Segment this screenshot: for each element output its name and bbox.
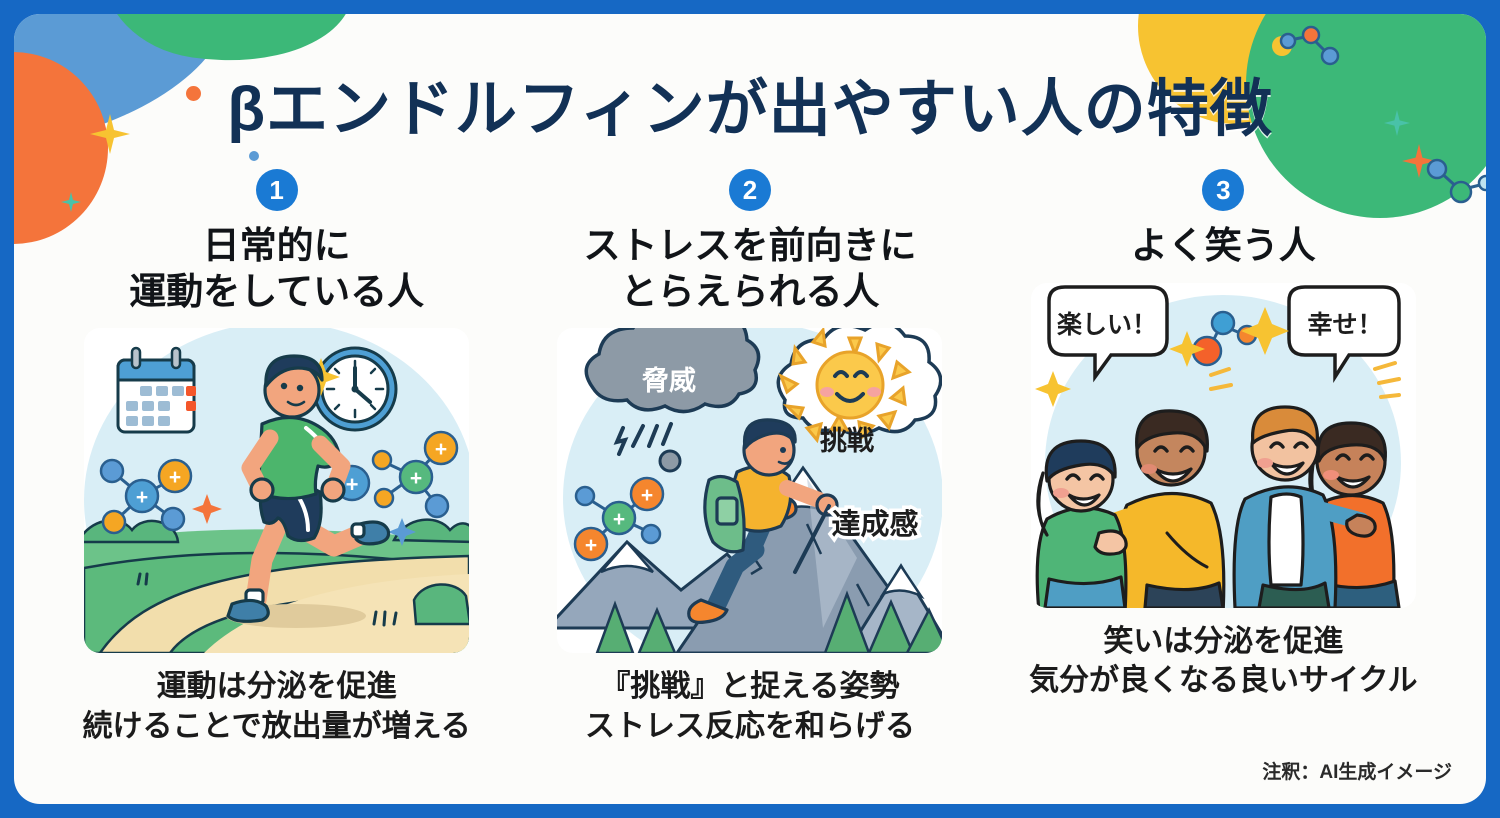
svg-text:+: + — [641, 484, 653, 507]
label-achievement: 達成感 — [832, 508, 919, 541]
poster-canvas: βエンドルフィンが出やすい人の特徴 1 日常的に 運動をしている人 — [14, 14, 1486, 804]
column-1-caption: 運動は分泌を促進 続けることで放出量が増える — [82, 670, 471, 743]
svg-text:+: + — [169, 466, 181, 489]
label-fun: 楽しい！ — [1057, 310, 1157, 339]
column-2-caption: 『挑戦』と捉える姿勢 ストレス反応を和らげる — [584, 670, 915, 743]
column-1: 1 日常的に 運動をしている人 — [51, 169, 503, 746]
svg-text:+: + — [585, 534, 597, 557]
svg-text:+: + — [435, 438, 447, 461]
column-2: 2 ストレスを前向きに とらえられる人 — [524, 169, 976, 746]
mountain-climber-illustration: 脅威 — [557, 328, 943, 653]
label-happy: 幸せ！ — [1307, 311, 1382, 339]
svg-text:達成感: 達成感 — [832, 508, 919, 541]
badge-number-3: 3 — [1202, 169, 1245, 211]
svg-text:+: + — [346, 472, 359, 497]
footnote: 注釈：AI生成イメージ — [1262, 762, 1452, 783]
laughing-friends-illustration: 楽しい！ 幸せ！ — [1030, 282, 1416, 608]
column-3-caption: 笑いは分泌を促進 気分が良くなる良いサイクル — [1029, 624, 1418, 698]
label-threat: 脅威 — [641, 366, 696, 396]
column-1-heading: 日常的に 運動をしている人 — [129, 225, 425, 312]
badge-number-1: 1 — [255, 169, 298, 211]
svg-text:+: + — [136, 486, 148, 509]
columns-container: 1 日常的に 運動をしている人 — [14, 169, 1486, 746]
page-title: βエンドルフィンが出やすい人の特徴 — [227, 75, 1273, 144]
badge-number-2: 2 — [728, 169, 771, 211]
svg-text:+: + — [410, 467, 422, 490]
column-3-heading: よく笑う人 — [1130, 225, 1316, 266]
column-3: 3 よく笑う人 楽しい！ — [997, 169, 1449, 701]
svg-text:+: + — [613, 508, 625, 531]
label-challenge: 挑戦 — [820, 426, 874, 456]
column-2-heading: ストレスを前向きに とらえられる人 — [583, 225, 917, 312]
decor-dot-orange-1 — [186, 86, 201, 101]
decor-molecule-top-right-1 — [1279, 25, 1340, 66]
decor-molecule-top-right-2 — [1426, 158, 1486, 204]
decor-dot-blue-1 — [249, 151, 259, 161]
runner-outdoors-illustration: + + + — [84, 328, 470, 653]
